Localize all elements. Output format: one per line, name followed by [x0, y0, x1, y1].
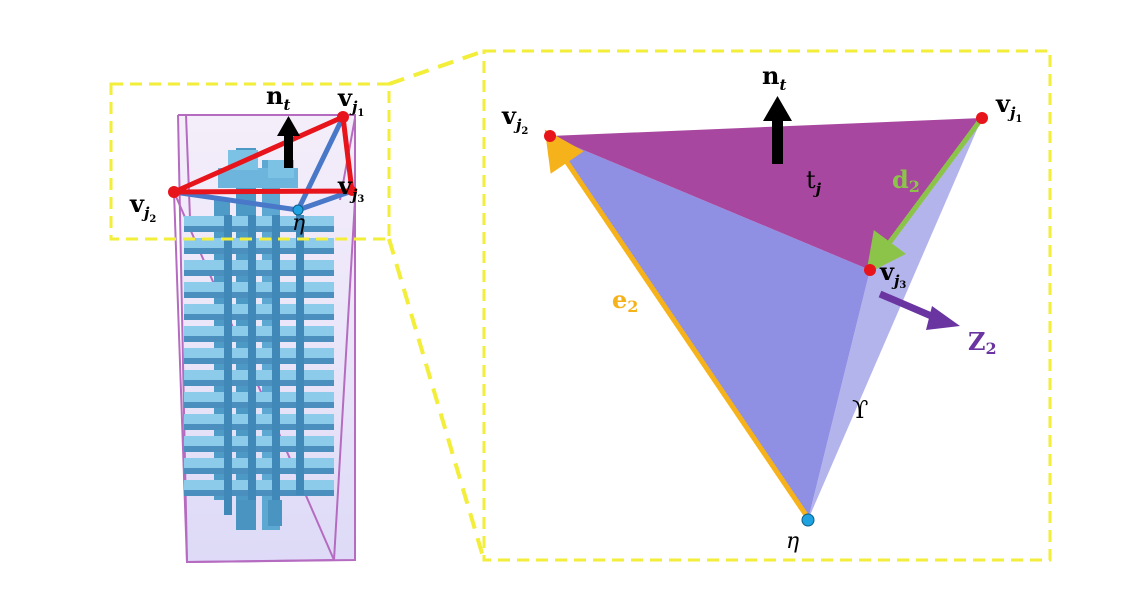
back-face: [808, 118, 982, 520]
vertex-j2-dot: [168, 186, 180, 198]
left-eta-label: η: [292, 211, 305, 236]
edge-e2-arrow: [544, 129, 811, 520]
building-floor-shadow: [184, 270, 334, 276]
left-v-j2-label: vj2: [129, 189, 156, 225]
building-floor-slab: [184, 348, 334, 358]
vertex-j1-dot: [976, 112, 988, 124]
right-v-j3-label: vj3: [879, 257, 906, 291]
building-floor-slab: [184, 458, 334, 468]
right-normal-label: nt: [762, 61, 786, 94]
left-v-j1-label: vj1: [337, 83, 364, 119]
vertex-j3-dot: [864, 264, 876, 276]
building-floor-shadow: [184, 446, 334, 452]
building-floor-slab: [184, 480, 334, 490]
building-floor-shadow: [184, 402, 334, 408]
vertex-j3-dot: [347, 186, 357, 196]
right-eta-label: η: [786, 529, 799, 554]
left-v-j3-label: vj3: [337, 171, 364, 205]
building-floor-slab: [184, 414, 334, 424]
selected-triangle: [171, 114, 355, 195]
building-floor-slab: [184, 392, 334, 402]
d2-label: d2: [892, 165, 920, 196]
zoom-region-box: [109, 82, 391, 241]
right-panel: nt vj1 vj2 vj3 tj d2 e2 Z2 ϒ η: [501, 61, 1022, 554]
building-floor-shadow: [184, 424, 334, 430]
building-floor-shadow: [184, 468, 334, 474]
up-arrow-icon: [763, 96, 792, 164]
building-illustration: [184, 148, 334, 530]
right-v-j1-label: vj1: [995, 89, 1022, 125]
e2-label: e2: [612, 285, 638, 316]
building-floor-slab: [184, 260, 334, 270]
zoom-connector-lines: [387, 49, 486, 561]
vertex-eta-dot: [801, 513, 815, 527]
building-floor-shadow: [184, 248, 334, 254]
vertex-eta-dot: [292, 204, 304, 216]
side-face: [550, 136, 870, 520]
vertex-j1-dot: [337, 111, 349, 123]
building-floor-slab: [184, 326, 334, 336]
building-floor-slab: [184, 282, 334, 292]
zoom-detail-box: [482, 49, 1052, 562]
edge-d2-arrow: [866, 120, 982, 275]
left-panel: nt vj1 vj2 vj3 η: [129, 81, 364, 564]
building-floor-slab: [184, 436, 334, 446]
left-normal-label: nt: [266, 81, 290, 114]
right-v-j2-label: vj2: [501, 101, 528, 137]
building-floor-shadow: [184, 358, 334, 364]
building-floor-slab: [184, 238, 334, 248]
diagonal-arrow-icon: [878, 290, 960, 330]
z2-label: Z2: [968, 327, 997, 358]
building-floor-slab: [184, 370, 334, 380]
building-floor-slab: [184, 216, 334, 226]
building-floor-shadow: [184, 336, 334, 342]
building-floor-shadow: [184, 490, 334, 496]
up-arrow-icon: [277, 116, 300, 168]
gamma-label: ϒ: [852, 396, 868, 424]
building-floor-shadow: [184, 292, 334, 298]
building-floor-shadow: [184, 380, 334, 386]
building-floor-shadow: [184, 226, 334, 232]
building-floor-slab: [184, 304, 334, 314]
building-floor-shadow: [184, 314, 334, 320]
vertex-j2-dot: [544, 130, 556, 142]
face-tj-label: tj: [806, 166, 822, 198]
eta-edges: [171, 114, 355, 213]
